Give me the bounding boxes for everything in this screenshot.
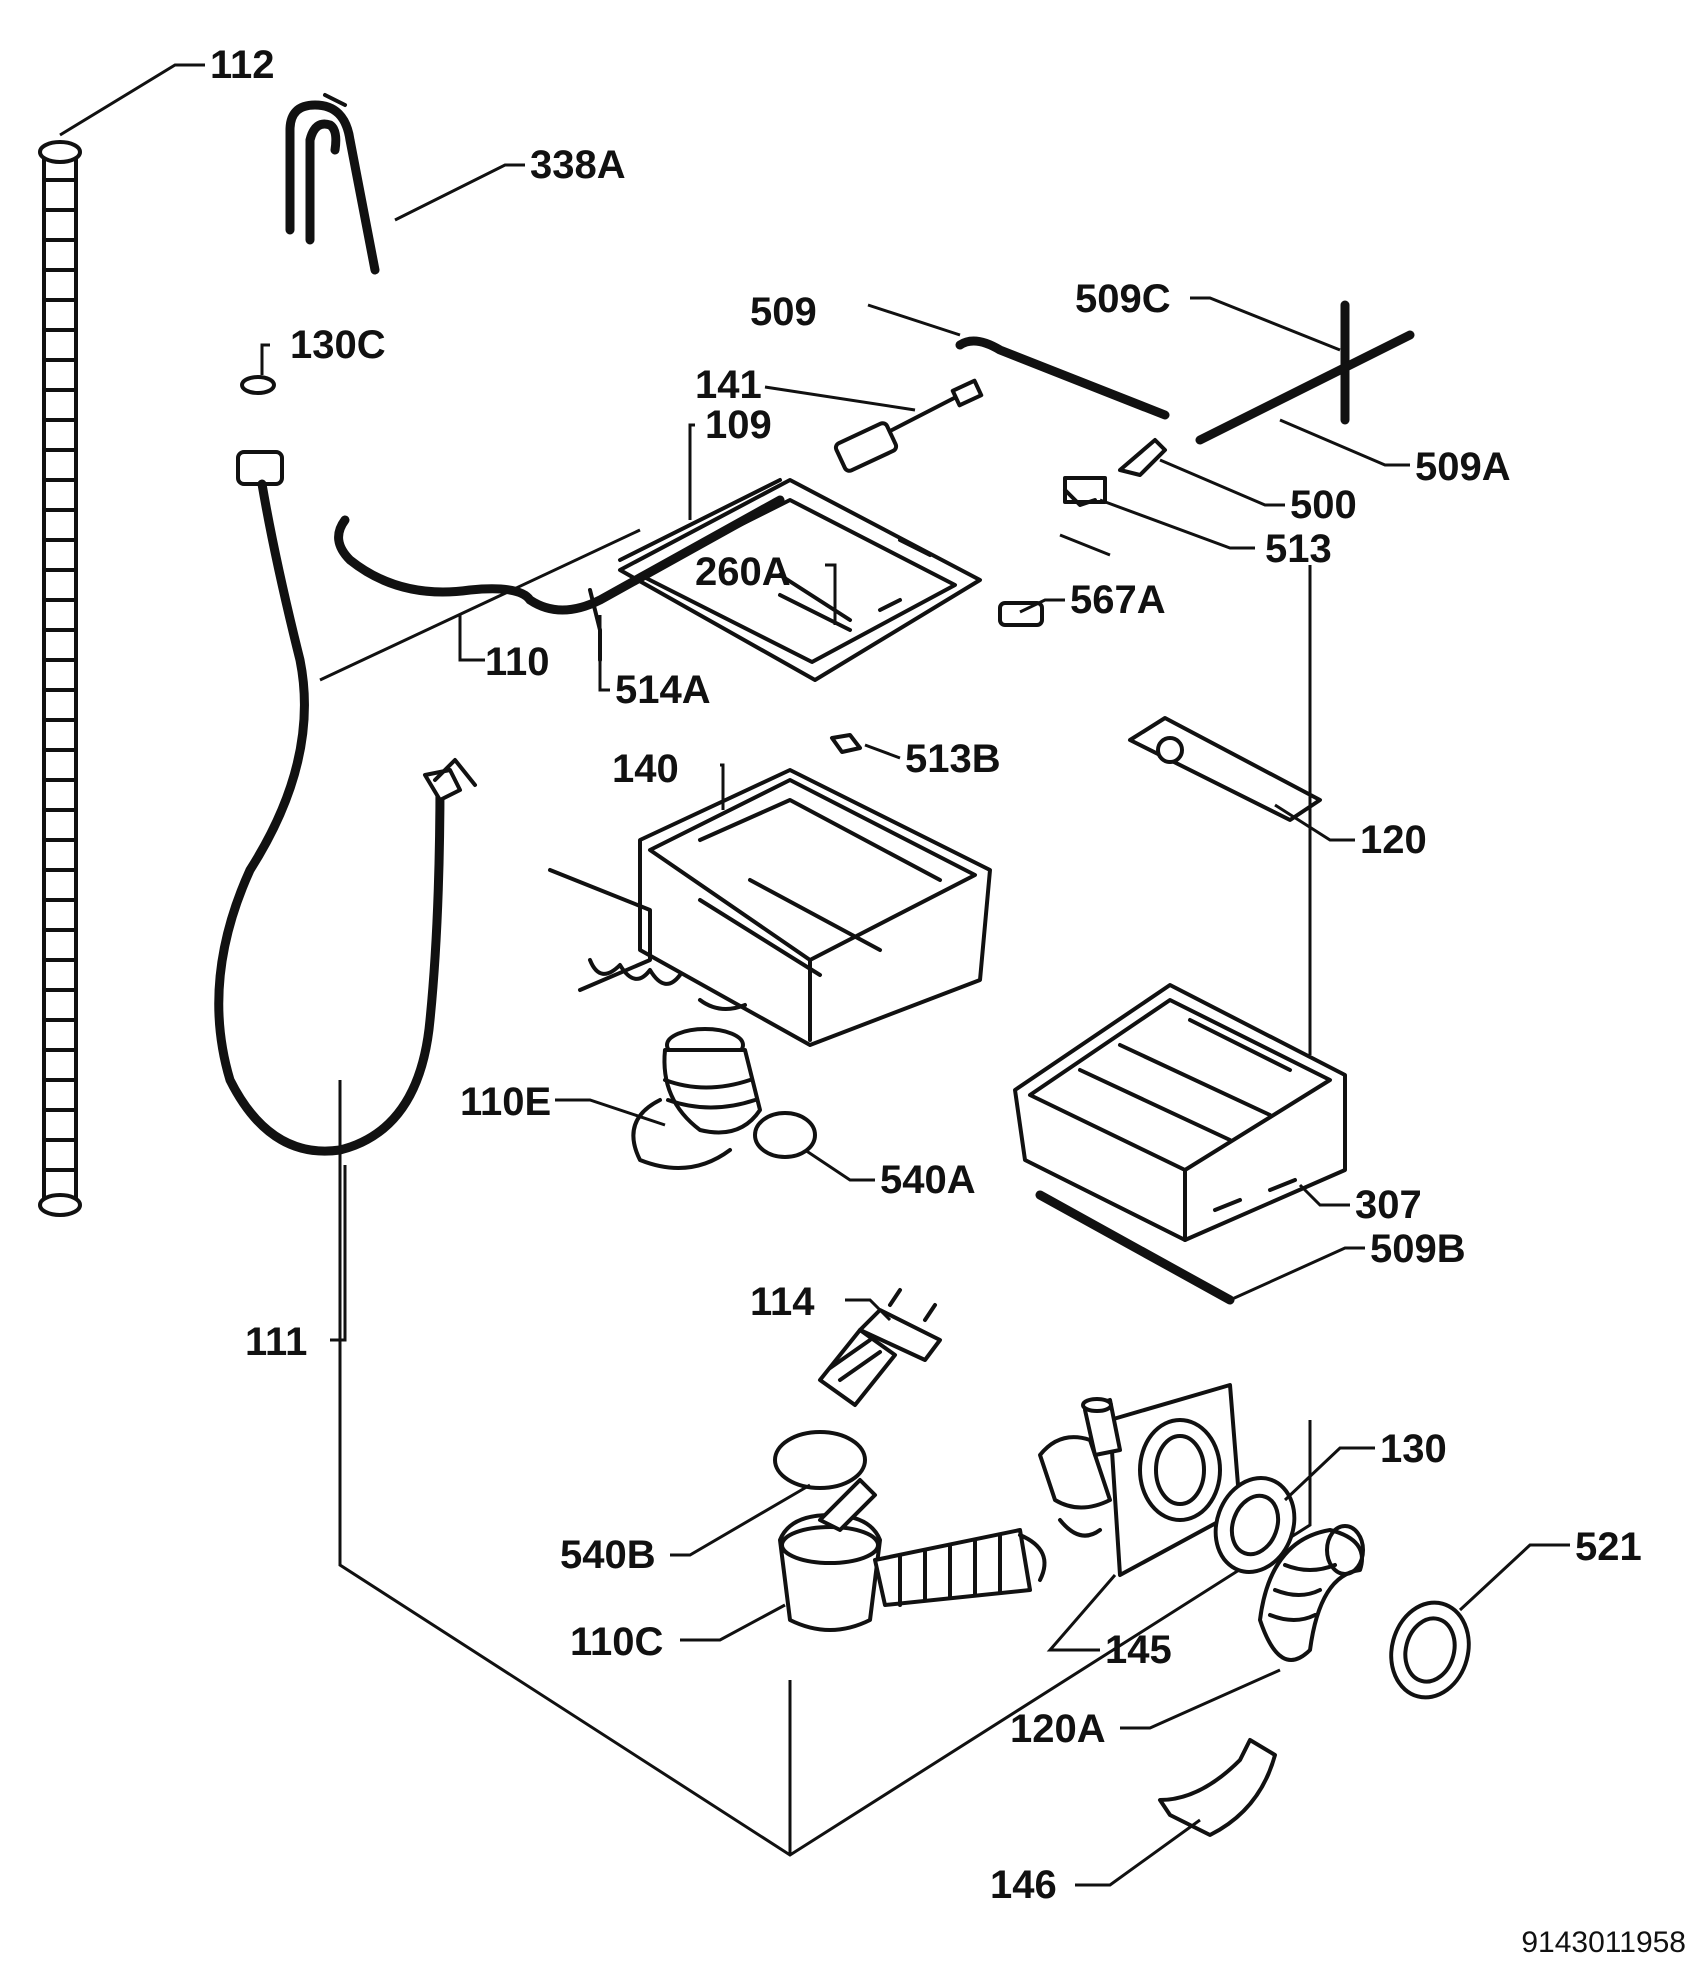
label-509c: 509C [1075,277,1171,321]
detergent-drawer-part [1013,983,1347,1242]
label-500: 500 [1290,483,1357,527]
label-540a: 540A [880,1158,976,1202]
rod-509c-part [1195,300,1415,445]
bellows-110e-part [631,1027,817,1170]
seal-130-part [1213,1476,1297,1574]
flap-146-part [1158,1738,1277,1837]
clamp-540b-part [773,1430,867,1490]
label-145: 145 [1105,1628,1172,1672]
cap-521-part [1389,1600,1471,1700]
label-521: 521 [1575,1525,1642,1569]
pressure-hose-114-part [818,1288,942,1407]
bracket-120-part [1128,716,1322,822]
label-110: 110 [485,640,550,684]
label-140: 140 [612,747,679,791]
label-109: 109 [705,403,772,447]
label-307: 307 [1355,1183,1422,1227]
label-338a: 338A [530,143,626,187]
label-130: 130 [1380,1427,1447,1471]
leader-lines [59,63,1570,1887]
seal-130c-part [240,375,276,395]
part-500-513 [1059,438,1167,557]
label-513: 513 [1265,527,1332,571]
rod-509b-part [1035,1190,1235,1305]
label-567a: 567A [1070,578,1166,622]
top-frame-assembly [334,478,982,682]
valve-wire-part [833,378,984,473]
clip-513b-part [830,733,862,754]
hose-hook-part [285,93,380,275]
document-number: 9143011958 [1521,1926,1686,1959]
label-141: 141 [695,363,762,407]
label-509a: 509A [1415,445,1511,489]
label-260a: 260A [695,550,791,594]
inlet-hose-part [214,450,477,1156]
label-540b: 540B [560,1533,656,1577]
label-120a: 120A [1010,1707,1106,1751]
dispenser-housing-part [548,768,992,1047]
label-114: 114 [750,1280,815,1324]
part-labels: 112 338A 130C 509 509C 141 109 509A 500 … [210,43,1642,1907]
pump-145-part [1038,1383,1242,1577]
label-112: 112 [210,43,275,87]
label-110e: 110E [460,1080,551,1124]
label-514a: 514A [615,668,711,712]
label-130c: 130C [290,323,386,367]
label-513b: 513B [905,737,1001,781]
label-509b: 509B [1370,1227,1466,1271]
sump-110c-part [778,1478,1047,1632]
label-120: 120 [1360,818,1427,862]
label-111: 111 [245,1320,307,1364]
filter-120a-part [1258,1524,1365,1662]
label-509: 509 [750,290,817,334]
label-146: 146 [990,1863,1057,1907]
drain-hose-part [38,140,82,1217]
rail-509-part [955,336,1170,420]
cabinet-outline [319,528,1312,1857]
label-110c: 110C [570,1620,663,1664]
clip-567a-part [998,601,1044,627]
